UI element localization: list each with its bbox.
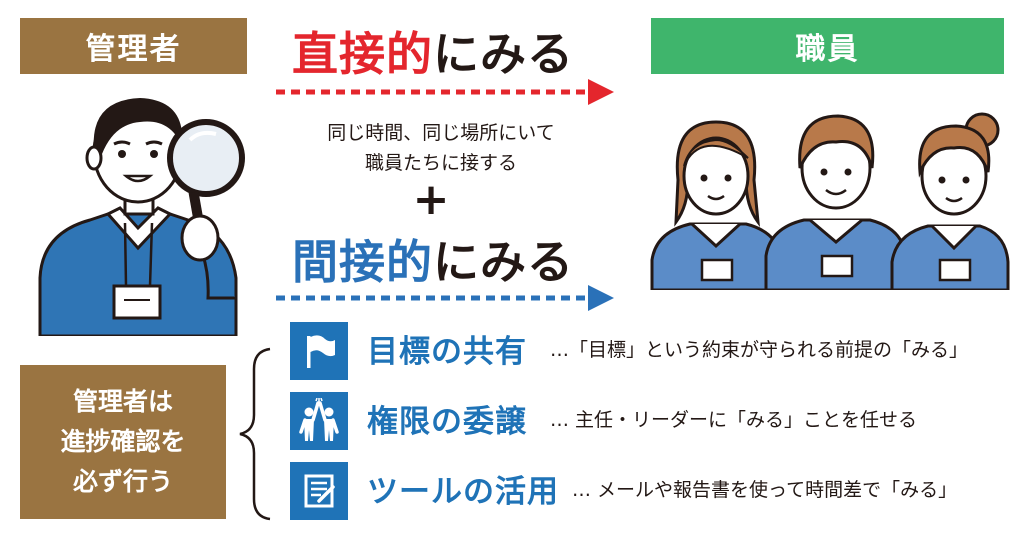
rule-line3: 必ず行う [72, 467, 173, 496]
flag-icon [290, 322, 348, 380]
item-delegation: 権限の委譲 … 主任・リーダーに「みる」ことを任せる [290, 392, 1020, 450]
item-description: … 主任・リーダーに「みる」ことを任せる [550, 409, 918, 431]
item-tool-usage: ツールの活用 … メールや報告書を使って時間差で「みる」 [290, 462, 1020, 520]
rule-line1: 管理者は [72, 387, 173, 416]
item-title: 権限の委譲 [367, 404, 527, 440]
item-description: … メールや報告書を使って時間差で「みる」 [572, 479, 958, 501]
direct-heading: 直接的にみる [292, 18, 574, 84]
direct-description: 同じ時間、同じ場所にいて 職員たちに接する [282, 118, 600, 178]
item-goal-sharing: 目標の共有 …「目標」という約束が守られる前提の「みる」 [290, 322, 1020, 380]
item-title: 目標の共有 [367, 334, 527, 370]
direct-highlight: 直接的 [292, 27, 433, 81]
indirect-heading: 間接的にみる [292, 226, 574, 292]
indirect-rest: にみる [433, 235, 574, 289]
item-title: ツールの活用 [367, 474, 559, 510]
indirect-highlight: 間接的 [292, 235, 433, 289]
item-description: …「目標」という約束が守られる前提の「みる」 [550, 339, 969, 361]
manager-illustration [38, 98, 245, 336]
rule-line2: 進捗確認を [60, 427, 186, 456]
direct-arrow [276, 79, 614, 105]
indirect-arrow [276, 285, 614, 311]
staff-woman-left [650, 120, 784, 290]
staff-label: 職員 [651, 18, 1004, 74]
plus-sign: + [412, 174, 450, 225]
staff-woman-right [890, 112, 1010, 290]
staff-man-center [764, 114, 908, 290]
direct-description-line1: 同じ時間、同じ場所にいて [327, 122, 555, 144]
direct-description-line2: 職員たちに接する [364, 152, 517, 174]
brace-icon [239, 347, 271, 521]
document-icon [290, 462, 348, 520]
staff-illustration [650, 112, 1010, 290]
rule-box: 管理者は 進捗確認を 必ず行う [20, 365, 226, 519]
high-five-icon [290, 392, 348, 450]
direct-rest: にみる [433, 27, 574, 81]
manager-label: 管理者 [20, 18, 247, 74]
